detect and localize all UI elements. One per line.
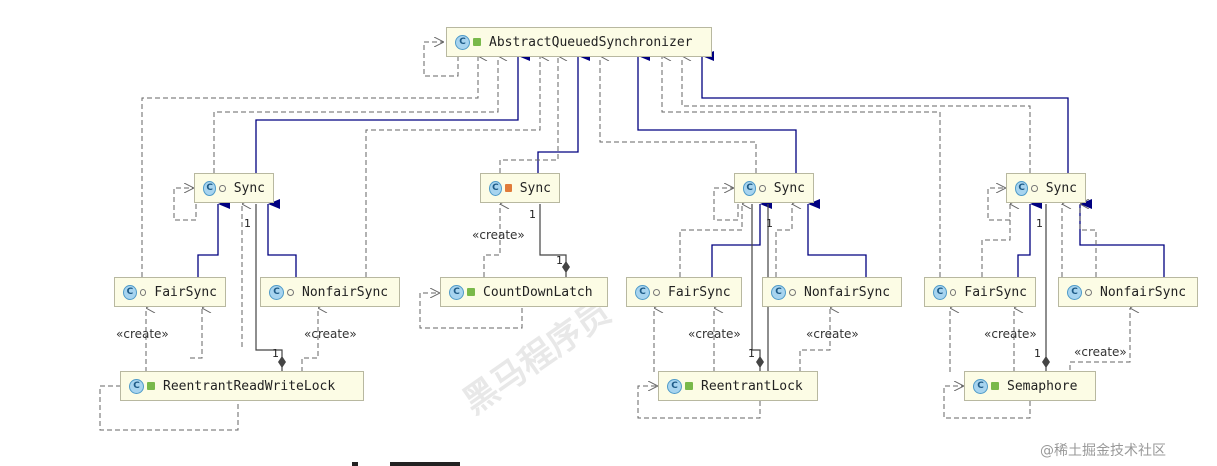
class-sync-rrwl[interactable]: C Sync	[194, 173, 274, 203]
private-modifier-icon	[504, 184, 512, 192]
class-countdownlatch[interactable]: C CountDownLatch	[440, 277, 608, 307]
bottom-cropped-text	[352, 462, 460, 466]
class-nonfairsync-semaphore[interactable]: C NonfairSync	[1058, 277, 1198, 307]
class-nonfairsync-rrwl[interactable]: C NonfairSync	[260, 277, 400, 307]
create-label: «create»	[806, 327, 859, 341]
site-watermark: @稀土掘金技术社区	[1040, 443, 1166, 459]
create-label: «create»	[688, 327, 741, 341]
package-modifier-icon	[759, 184, 766, 192]
class-name: ReentrantReadWriteLock	[163, 378, 336, 394]
multiplicity-sync4: 1	[1036, 217, 1043, 230]
class-name: FairSync	[668, 284, 731, 300]
class-icon: C	[973, 378, 988, 394]
class-name: Sync	[233, 180, 265, 196]
class-nonfairsync-rl[interactable]: C NonfairSync	[762, 277, 902, 307]
multiplicity-cdl: 1	[556, 254, 563, 267]
class-name: NonfairSync	[1100, 284, 1187, 300]
class-name: Sync	[773, 180, 805, 196]
class-name: NonfairSync	[302, 284, 389, 300]
class-icon: C	[129, 378, 144, 394]
class-icon: C	[743, 180, 757, 196]
class-semaphore[interactable]: C Semaphore	[964, 371, 1096, 401]
class-abstract-queued-synchronizer[interactable]: C AbstractQueuedSynchronizer	[446, 27, 712, 57]
create-label: «create»	[472, 228, 525, 242]
class-icon: C	[455, 34, 470, 50]
package-modifier-icon	[219, 184, 226, 192]
class-icon: C	[1067, 284, 1082, 300]
create-label: «create»	[1074, 345, 1127, 359]
create-label: «create»	[304, 327, 357, 341]
multiplicity-sync1: 1	[244, 217, 251, 230]
class-sync-semaphore[interactable]: C Sync	[1006, 173, 1086, 203]
multiplicity-labels: 1 1 1 1 1 1 1 1	[244, 208, 1043, 360]
class-fairsync-semaphore[interactable]: C FairSync	[924, 277, 1036, 307]
class-name: FairSync	[154, 284, 217, 300]
class-icon: C	[1015, 180, 1029, 196]
multiplicity-sem: 1	[1034, 347, 1041, 360]
class-fairsync-rl[interactable]: C FairSync	[626, 277, 742, 307]
class-icon: C	[123, 284, 137, 300]
package-modifier-icon	[789, 288, 796, 296]
class-icon: C	[203, 180, 217, 196]
public-modifier-icon	[147, 382, 155, 390]
dependency-edges	[99, 42, 1130, 431]
class-reentrantlock[interactable]: C ReentrantLock	[658, 371, 818, 401]
class-name: Semaphore	[1007, 378, 1078, 394]
class-icon: C	[635, 284, 650, 300]
class-fairsync-rrwl[interactable]: C FairSync	[114, 277, 226, 307]
class-icon: C	[489, 180, 502, 196]
extends-edges	[197, 51, 1165, 277]
package-modifier-icon	[1085, 288, 1092, 296]
class-icon: C	[933, 284, 947, 300]
class-icon: C	[269, 284, 284, 300]
multiplicity-rrwl: 1	[272, 347, 279, 360]
class-icon: C	[449, 284, 464, 300]
class-icon: C	[667, 378, 682, 394]
class-name: CountDownLatch	[483, 284, 593, 300]
class-name: FairSync	[964, 284, 1027, 300]
create-label: «create»	[116, 327, 169, 341]
multiplicity-sync2: 1	[529, 208, 536, 221]
class-sync-cdl[interactable]: C Sync	[480, 173, 560, 203]
class-icon: C	[771, 284, 786, 300]
class-name: NonfairSync	[804, 284, 891, 300]
class-name: AbstractQueuedSynchronizer	[489, 34, 693, 50]
class-name: ReentrantLock	[701, 378, 803, 394]
package-modifier-icon	[139, 288, 147, 296]
package-modifier-icon	[287, 288, 294, 296]
class-name: Sync	[519, 180, 551, 196]
package-modifier-icon	[949, 288, 957, 296]
multiplicity-rl: 1	[748, 347, 755, 360]
package-modifier-icon	[1031, 184, 1038, 192]
public-modifier-icon	[473, 38, 481, 46]
public-modifier-icon	[467, 288, 475, 296]
composition-edges	[255, 204, 1050, 372]
package-modifier-icon	[653, 288, 660, 296]
create-label: «create»	[984, 327, 1037, 341]
class-name: Sync	[1045, 180, 1077, 196]
multiplicity-sync3: 1	[766, 217, 773, 230]
public-modifier-icon	[685, 382, 693, 390]
public-modifier-icon	[991, 382, 999, 390]
class-reentrantreadwritelock[interactable]: C ReentrantReadWriteLock	[120, 371, 364, 401]
class-sync-rl[interactable]: C Sync	[734, 173, 814, 203]
